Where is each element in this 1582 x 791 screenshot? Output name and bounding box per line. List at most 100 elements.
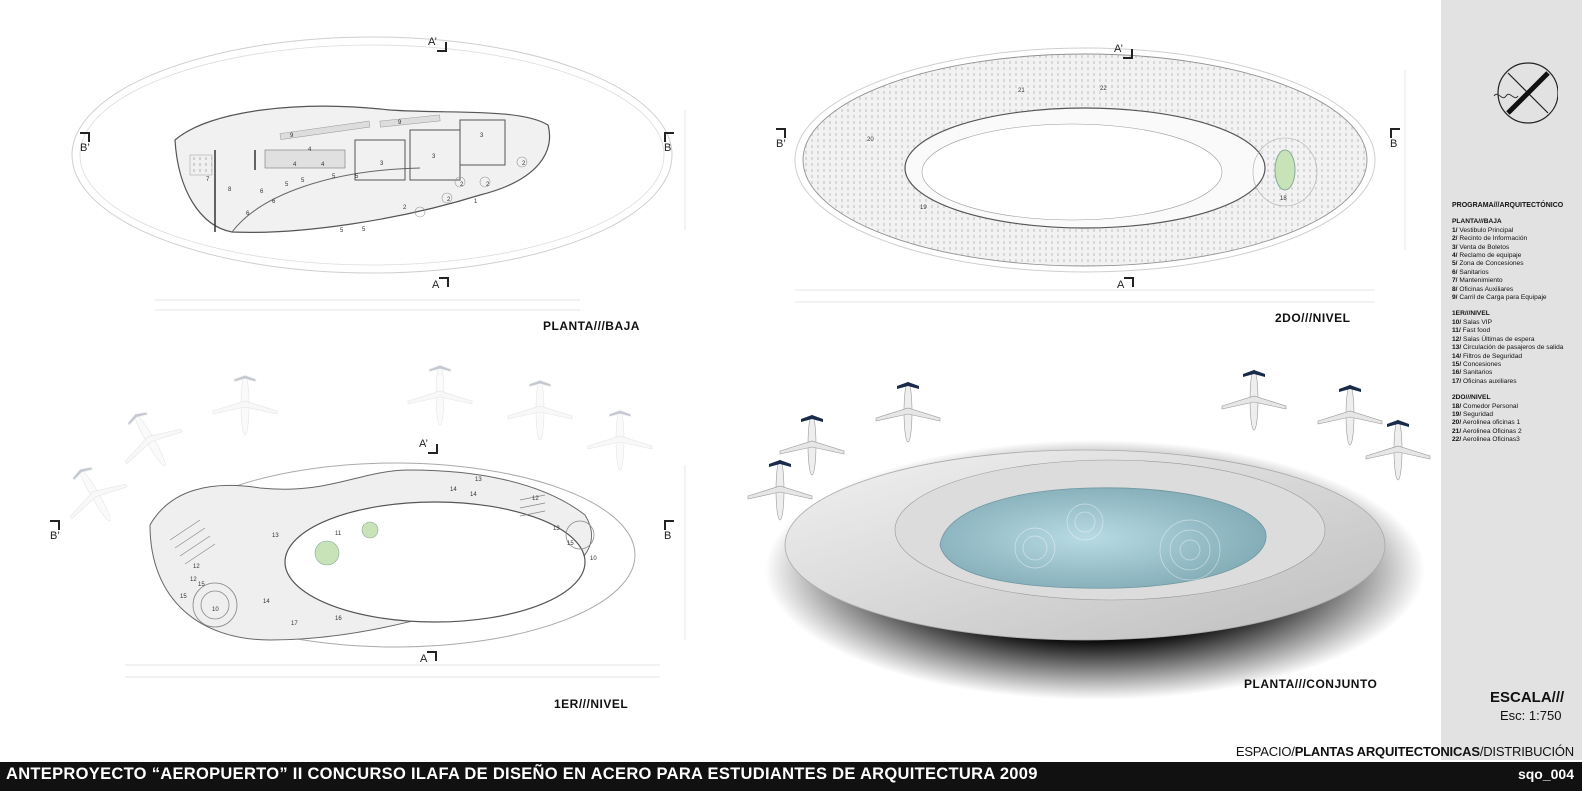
section-mark-b: B xyxy=(1390,128,1401,150)
sheet-title: ANTEPROYECTO “AEROPUERTO” II CONCURSO IL… xyxy=(6,765,1038,783)
room-number: 2 xyxy=(447,197,451,203)
second-floor-room-numbers: 21 22 20 19 18 xyxy=(867,86,1287,211)
program-item: 10/ Salas VIP xyxy=(1452,318,1492,326)
room-number: 13 xyxy=(272,533,279,539)
ground-floor-plan: 9 9 3 3 3 2 2 2 2 2 1 4 4 4 5 5 5 5 5 5 … xyxy=(71,36,686,311)
program-title: PROGRAMA///ARQUITECTÓNICO xyxy=(1452,202,1564,209)
room-number: 15 xyxy=(567,541,574,547)
room-number: 12 xyxy=(532,496,539,502)
room-number: 14 xyxy=(450,487,457,493)
program-item: 7/ Mantenimiento xyxy=(1452,277,1503,285)
scale-value: Esc: 1:750 xyxy=(1500,708,1562,723)
sheet-number: sqo_004 xyxy=(1517,766,1574,782)
room-number: 17 xyxy=(291,621,298,627)
program-level-title: 2DO///NIVEL xyxy=(1452,394,1491,402)
room-number: 9 xyxy=(290,133,294,139)
subtitle-suffix: /DISTRIBUCIÓN xyxy=(1479,744,1574,759)
room-number: 20 xyxy=(867,137,874,143)
program-item: 8/ Oficinas Auxiliares xyxy=(1452,285,1514,293)
second-floor-plan: 21 22 20 19 18 xyxy=(794,47,1406,303)
room-number: 5 xyxy=(362,227,366,233)
room-number: 14 xyxy=(263,599,270,605)
room-number: 13 xyxy=(553,526,560,532)
logo-icon xyxy=(1493,62,1558,124)
program-level-title: 1ER///NIVEL xyxy=(1452,310,1490,318)
program-item: 18/ Comedor Personal xyxy=(1452,402,1518,410)
program-item: 22/ Aerolinea Oficinas3 xyxy=(1452,436,1520,444)
room-number: 2 xyxy=(486,182,490,188)
program-item: 12/ Salas Últimas de espera xyxy=(1452,335,1535,343)
subtitle-prefix: ESPACIO/ xyxy=(1235,744,1295,759)
drawing-area: 9 9 3 3 3 2 2 2 2 2 1 4 4 4 5 5 5 5 5 5 … xyxy=(50,36,1431,711)
room-number: 18 xyxy=(1280,196,1287,202)
room-number: 5 xyxy=(301,178,305,184)
room-number: 8 xyxy=(228,187,232,193)
section-mark-b: B xyxy=(664,520,675,542)
room-number: 3 xyxy=(480,133,484,139)
room-number: 5 xyxy=(332,174,336,180)
section-mark-a-prime: A’ xyxy=(1114,43,1133,59)
room-number: 3 xyxy=(432,154,436,160)
section-mark-a-prime: A’ xyxy=(428,36,447,52)
section-mark-a: A xyxy=(432,277,451,291)
section-mark-a-prime: A’ xyxy=(419,438,438,454)
room-number: 12 xyxy=(193,564,200,570)
room-number: 1 xyxy=(474,199,478,205)
seating-rows xyxy=(169,494,546,565)
first-floor-title: 1ER///NIVEL xyxy=(554,697,629,711)
room-number: 3 xyxy=(380,161,384,167)
plans-svg: 9 9 3 3 3 2 2 2 2 2 1 4 4 4 5 5 5 5 5 5 … xyxy=(51,36,1431,700)
room-number: 13 xyxy=(475,477,482,483)
program-item: 16/ Sanitarios xyxy=(1452,369,1493,377)
program-item: 17/ Oficinas auxiliares xyxy=(1452,377,1517,385)
room-number: 15 xyxy=(198,582,205,588)
room-number: 5 xyxy=(355,174,359,180)
section-mark-b: B xyxy=(664,132,675,154)
program-item: 3/ Venta de Boletos xyxy=(1452,243,1510,251)
architectural-program: PROGRAMA///ARQUITECTÓNICO PLANTA///BAJA … xyxy=(1452,202,1582,445)
section-mark-b-prime: B’ xyxy=(776,128,786,150)
room-number: 5 xyxy=(285,182,289,188)
program-item: 21/ Aerolinea Oficinas 2 xyxy=(1452,427,1522,435)
program-item: 14/ Filtros de Seguridad xyxy=(1452,352,1523,360)
site-plan-title: PLANTA///CONJUNTO xyxy=(1244,677,1378,691)
program-item: 4/ Reclamo de equipaje xyxy=(1452,252,1522,260)
room-number: 9 xyxy=(398,120,402,126)
sheet-subtitle: ESPACIO/PLANTAS ARQUITECTONICAS/DISTRIBU… xyxy=(1236,744,1574,759)
section-mark-b-prime: B’ xyxy=(50,520,60,542)
room-number: 19 xyxy=(920,205,927,211)
first-floor-room-numbers: 13 13 14 14 12 12 11 15 15 10 10 12 15 1… xyxy=(180,477,597,627)
program-item: 11/ Fast food xyxy=(1452,327,1491,335)
room-number: 2 xyxy=(522,161,526,167)
program-item: 13/ Circulación de pasajeros de salida xyxy=(1452,344,1564,352)
title-band xyxy=(0,762,1582,791)
room-number: 6 xyxy=(260,189,264,195)
room-number: 21 xyxy=(1018,88,1025,94)
scale-title: ESCALA/// xyxy=(1490,689,1565,706)
room-number: 10 xyxy=(212,607,219,613)
room-number: 5 xyxy=(340,228,344,234)
program-item: 9/ Carril de Carga para Equipaje xyxy=(1452,294,1547,302)
program-item: 1/ Vestibulo Principal xyxy=(1452,226,1514,234)
room-number: 7 xyxy=(206,177,210,183)
site-plan-render xyxy=(747,369,1431,700)
program-item: 19/ Seguridad xyxy=(1452,410,1494,418)
ground-floor-room-numbers: 9 9 3 3 3 2 2 2 2 2 1 4 4 4 5 5 5 5 5 5 … xyxy=(206,120,526,234)
room-number: 6 xyxy=(246,211,250,217)
section-mark-a: A xyxy=(420,651,439,665)
room-number: 10 xyxy=(590,556,597,562)
program-level-title: PLANTA///BAJA xyxy=(1452,218,1502,226)
room-number: 4 xyxy=(293,162,297,168)
room-number: 6 xyxy=(272,199,276,205)
room-number: 4 xyxy=(308,147,312,153)
program-item: 6/ Sanitarios xyxy=(1452,268,1489,276)
program-item: 2/ Recinto de Información xyxy=(1452,235,1528,243)
second-floor-title: 2DO///NIVEL xyxy=(1275,311,1351,325)
room-number: 22 xyxy=(1100,86,1107,92)
room-number: 2 xyxy=(403,205,407,211)
room-number: 4 xyxy=(321,162,325,168)
room-number: 11 xyxy=(335,531,342,537)
program-item: 20/ Aerolinea oficinas 1 xyxy=(1452,419,1521,427)
sidebar xyxy=(1441,0,1582,760)
first-floor-plan: 13 13 14 14 12 12 11 15 15 10 10 12 15 1… xyxy=(51,364,686,678)
